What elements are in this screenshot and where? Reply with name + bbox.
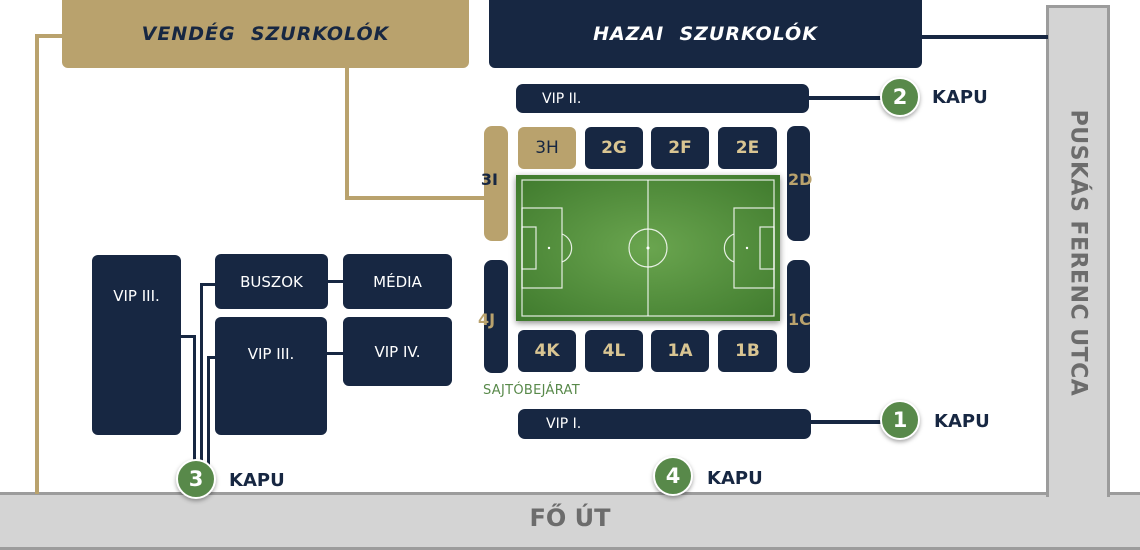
away-fans-block[interactable]: VENDÉG SZURKOLÓK xyxy=(62,0,469,68)
pitch-markings xyxy=(516,175,780,321)
gate-1-label: KAPU xyxy=(934,411,990,432)
main-road-label: FŐ ÚT xyxy=(529,504,611,532)
sector-4k-label: 4K xyxy=(534,341,560,361)
gate-3-marker[interactable]: 3 xyxy=(176,459,216,499)
sector-1c-label: 1C xyxy=(788,310,811,329)
gate3-path-inner-vertical xyxy=(207,356,210,465)
vip4-label: VIP IV. xyxy=(374,342,421,361)
vip3-tall-block[interactable]: VIP III. xyxy=(92,255,181,435)
buses-block[interactable]: BUSZOK xyxy=(215,254,328,309)
vip3-tall-label: VIP III. xyxy=(113,287,160,305)
sector-2d-label: 2D xyxy=(788,170,813,189)
home-fans-block[interactable]: HAZAI SZURKOLÓK xyxy=(489,0,922,68)
sector-3i-label: 3I xyxy=(480,170,498,189)
side-street xyxy=(1046,5,1110,497)
away-path-mid-vertical xyxy=(345,66,349,200)
gate-1-number: 1 xyxy=(892,408,908,432)
vip4-block[interactable]: VIP IV. xyxy=(343,317,452,386)
sector-3i[interactable] xyxy=(484,126,508,241)
gate-3-label: KAPU xyxy=(229,470,285,491)
home-path-line xyxy=(920,35,1048,39)
vip3-path-horizontal xyxy=(207,356,216,359)
vip3-block[interactable]: VIP III. xyxy=(215,317,327,435)
away-path-mid-horizontal xyxy=(345,196,487,200)
gate2-path-line xyxy=(806,96,886,100)
tall-vip3-path-vertical xyxy=(193,335,196,465)
gate-1-marker[interactable]: 1 xyxy=(880,400,920,440)
sector-2g-label: 2G xyxy=(601,138,627,158)
media-label: MÉDIA xyxy=(373,272,422,291)
sector-1b-label: 1B xyxy=(735,341,760,361)
sector-1a-label: 1A xyxy=(667,341,693,361)
vip3-label: VIP III. xyxy=(247,345,295,363)
gate-3-number: 3 xyxy=(188,467,204,491)
away-path-left-vertical xyxy=(35,34,39,494)
main-road xyxy=(0,492,1140,550)
gate-2-number: 2 xyxy=(892,85,908,109)
sector-4j-label: 4J xyxy=(478,310,496,329)
gate1-path-line xyxy=(808,420,884,424)
football-pitch xyxy=(516,175,780,321)
gate-4-label: KAPU xyxy=(707,468,763,489)
sector-4k[interactable]: 4K xyxy=(518,330,576,372)
sector-3h[interactable]: 3H xyxy=(518,127,576,169)
vip1-bar[interactable]: VIP I. xyxy=(518,409,811,439)
sector-2d[interactable] xyxy=(787,126,810,241)
sector-4j[interactable] xyxy=(484,260,508,373)
gate-2-marker[interactable]: 2 xyxy=(880,77,920,117)
buses-media-connector xyxy=(326,280,346,283)
gate3-path-outer-vertical xyxy=(200,283,203,465)
sector-2e[interactable]: 2E xyxy=(718,127,777,169)
sector-1c[interactable] xyxy=(787,260,810,373)
press-entrance-label: SAJTÓBEJÁRAT xyxy=(483,383,580,398)
sector-4l[interactable]: 4L xyxy=(585,330,643,372)
road-join-cover xyxy=(1049,492,1107,498)
gate-4-number: 4 xyxy=(665,464,681,488)
vip2-label: VIP II. xyxy=(542,90,582,107)
vip3-vip4-connector xyxy=(326,352,346,355)
away-fans-label: VENDÉG SZURKOLÓK xyxy=(141,23,390,45)
vip2-bar[interactable]: VIP II. xyxy=(516,84,809,113)
sector-2e-label: 2E xyxy=(735,138,760,158)
sector-3h-label: 3H xyxy=(535,138,559,158)
sector-1b[interactable]: 1B xyxy=(718,330,777,372)
sector-1a[interactable]: 1A xyxy=(651,330,709,372)
gate-4-marker[interactable]: 4 xyxy=(653,456,693,496)
sector-4l-label: 4L xyxy=(602,341,626,361)
sector-2f-label: 2F xyxy=(668,138,692,158)
gate-2-label: KAPU xyxy=(932,87,988,108)
buses-path-horizontal xyxy=(200,283,216,286)
media-block[interactable]: MÉDIA xyxy=(343,254,452,309)
vip1-label: VIP I. xyxy=(546,416,582,432)
home-fans-label: HAZAI SZURKOLÓK xyxy=(593,23,818,45)
tall-vip3-path-horizontal xyxy=(178,335,194,338)
sector-2f[interactable]: 2F xyxy=(651,127,709,169)
sector-2g[interactable]: 2G xyxy=(585,127,643,169)
buses-label: BUSZOK xyxy=(240,272,303,291)
away-path-left-horizontal xyxy=(35,34,65,38)
side-street-label: PUSKÁS FERENC UTCA xyxy=(1065,109,1091,397)
